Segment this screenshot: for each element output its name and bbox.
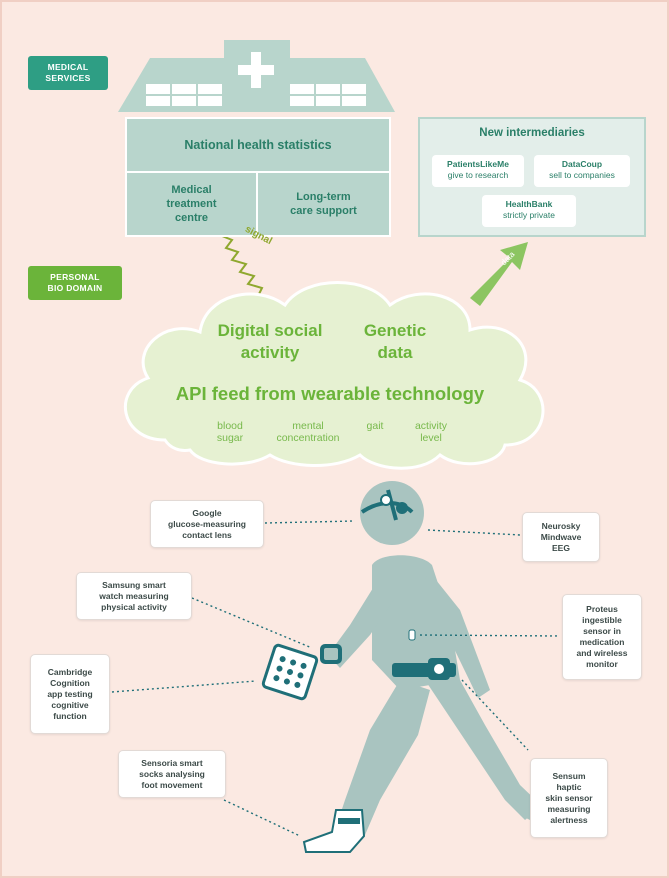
genetic-data: Genetic data bbox=[363, 321, 427, 362]
intermediary-desc: strictly private bbox=[503, 210, 555, 220]
signal-zigzag bbox=[221, 235, 271, 299]
national-health-statistics: National health statistics bbox=[125, 117, 391, 173]
metric-mental-concentration: mental concentration bbox=[276, 420, 340, 444]
leader-lines bbox=[111, 520, 561, 837]
head bbox=[360, 481, 424, 545]
label-sensoria-socks: Sensoria smart socks analysing foot move… bbox=[118, 750, 226, 798]
intermediary-patientslikeme: PatientsLikeMe give to research bbox=[432, 155, 524, 187]
intermediary-name: PatientsLikeMe bbox=[447, 159, 509, 169]
intermediary-datacoup: DataCoup sell to companies bbox=[534, 155, 630, 187]
tablet-icon bbox=[261, 643, 319, 701]
label-proteus-sensor: Proteus ingestible sensor in medication … bbox=[562, 594, 642, 680]
metric-gait: gait bbox=[366, 420, 384, 432]
medical-treatment-centre: Medical treatment centre bbox=[125, 171, 258, 237]
intermediary-name: HealthBank bbox=[505, 199, 553, 209]
intermediary-healthbank: HealthBank strictly private bbox=[482, 195, 576, 227]
data-arrow-icon bbox=[470, 242, 528, 306]
intermediary-desc: sell to companies bbox=[549, 170, 615, 180]
label-sensum-skin-sensor: Sensum haptic skin sensor measuring aler… bbox=[530, 758, 608, 838]
hospital-building bbox=[118, 40, 395, 112]
label-google-contact-lens: Google glucose-measuring contact lens bbox=[150, 500, 264, 548]
label-cambridge-cognition: Cambridge Cognition app testing cognitiv… bbox=[30, 654, 110, 734]
label-neurosky-eeg: Neurosky Mindwave EEG bbox=[522, 512, 600, 562]
api-feed-heading: API feed from wearable technology bbox=[175, 383, 485, 404]
ingestible-sensor-icon bbox=[408, 629, 416, 641]
label-samsung-watch: Samsung smart watch measuring physical a… bbox=[76, 572, 192, 620]
intermediary-desc: give to research bbox=[447, 170, 509, 180]
new-intermediaries-panel: New intermediaries PatientsLikeMe give t… bbox=[418, 117, 646, 237]
digital-social-activity: Digital social activity bbox=[217, 321, 323, 362]
smart-sock-icon bbox=[302, 809, 366, 853]
intermediaries-title: New intermediaries bbox=[479, 127, 585, 139]
personal-bio-domain-tag: PERSONAL BIO DOMAIN bbox=[28, 266, 122, 300]
metric-blood-sugar: blood sugar bbox=[216, 420, 244, 444]
medical-services-tag: MEDICAL SERVICES bbox=[28, 56, 108, 90]
metric-activity-level: activity level bbox=[414, 420, 448, 444]
intermediary-name: DataCoup bbox=[561, 159, 603, 169]
bio-domain-cloud bbox=[123, 281, 545, 470]
long-term-care-support: Long-term care support bbox=[256, 171, 391, 237]
